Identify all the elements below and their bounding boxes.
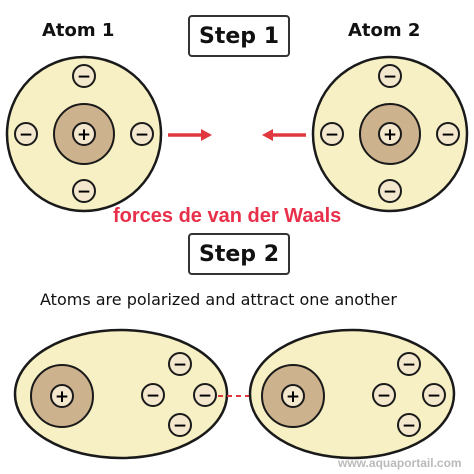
electron-right — [130, 122, 154, 146]
electron-right — [436, 122, 460, 146]
polarized-atom-1-nucleus-charge — [50, 384, 74, 408]
negative-sign: − — [173, 355, 187, 375]
negative-sign: − — [173, 416, 187, 436]
step-2-box: Step 2 — [188, 233, 290, 275]
negative-sign: − — [77, 67, 91, 87]
atom-1-nucleus-charge — [72, 122, 96, 146]
positive-sign: + — [77, 125, 91, 145]
electron-left — [320, 122, 344, 146]
negative-sign: − — [146, 386, 160, 406]
negative-sign: − — [77, 182, 91, 202]
electron — [397, 413, 421, 437]
negative-sign: − — [325, 125, 339, 145]
electron-top — [72, 64, 96, 88]
negative-sign: − — [402, 355, 416, 375]
electron — [168, 352, 192, 376]
atom-2-nucleus-charge — [378, 122, 402, 146]
polarized-atom-1: + − − − − — [13, 328, 229, 460]
negative-sign: − — [402, 416, 416, 436]
polarized-atom-2-nucleus-charge — [281, 384, 305, 408]
negative-sign: − — [377, 386, 391, 406]
electron-top — [378, 64, 402, 88]
step-2-label: Step 2 — [199, 241, 279, 267]
negative-sign: − — [383, 67, 397, 87]
electron-left — [14, 122, 38, 146]
atom-1: + − − − − — [5, 55, 163, 213]
atom-2-label: Atom 2 — [348, 20, 421, 41]
red-arrow-left-icon — [262, 129, 306, 141]
electron-bottom — [378, 179, 402, 203]
step-1-box: Step 1 — [188, 15, 290, 57]
electron — [397, 352, 421, 376]
van-der-waals-overlay-text: forces de van der Waals — [113, 205, 342, 227]
polarized-atom-2: + − − − − — [248, 328, 456, 460]
positive-sign: + — [55, 387, 69, 407]
electron — [168, 413, 192, 437]
negative-sign: − — [198, 386, 212, 406]
negative-sign: − — [135, 125, 149, 145]
red-arrow-right-icon — [168, 129, 212, 141]
electron — [193, 383, 217, 407]
atom-1-label: Atom 1 — [42, 20, 115, 41]
positive-sign: + — [286, 387, 300, 407]
watermark: www.aquaportail.com — [338, 456, 462, 470]
electron — [372, 383, 396, 407]
electron — [422, 383, 446, 407]
atom-2: + − − − − — [311, 55, 469, 213]
negative-sign: − — [427, 386, 441, 406]
negative-sign: − — [19, 125, 33, 145]
step-2-caption: Atoms are polarized and attract one anot… — [40, 290, 397, 309]
electron-bottom — [72, 179, 96, 203]
electron — [141, 383, 165, 407]
negative-sign: − — [441, 125, 455, 145]
positive-sign: + — [383, 125, 397, 145]
step-1-label: Step 1 — [199, 23, 279, 49]
negative-sign: − — [383, 182, 397, 202]
